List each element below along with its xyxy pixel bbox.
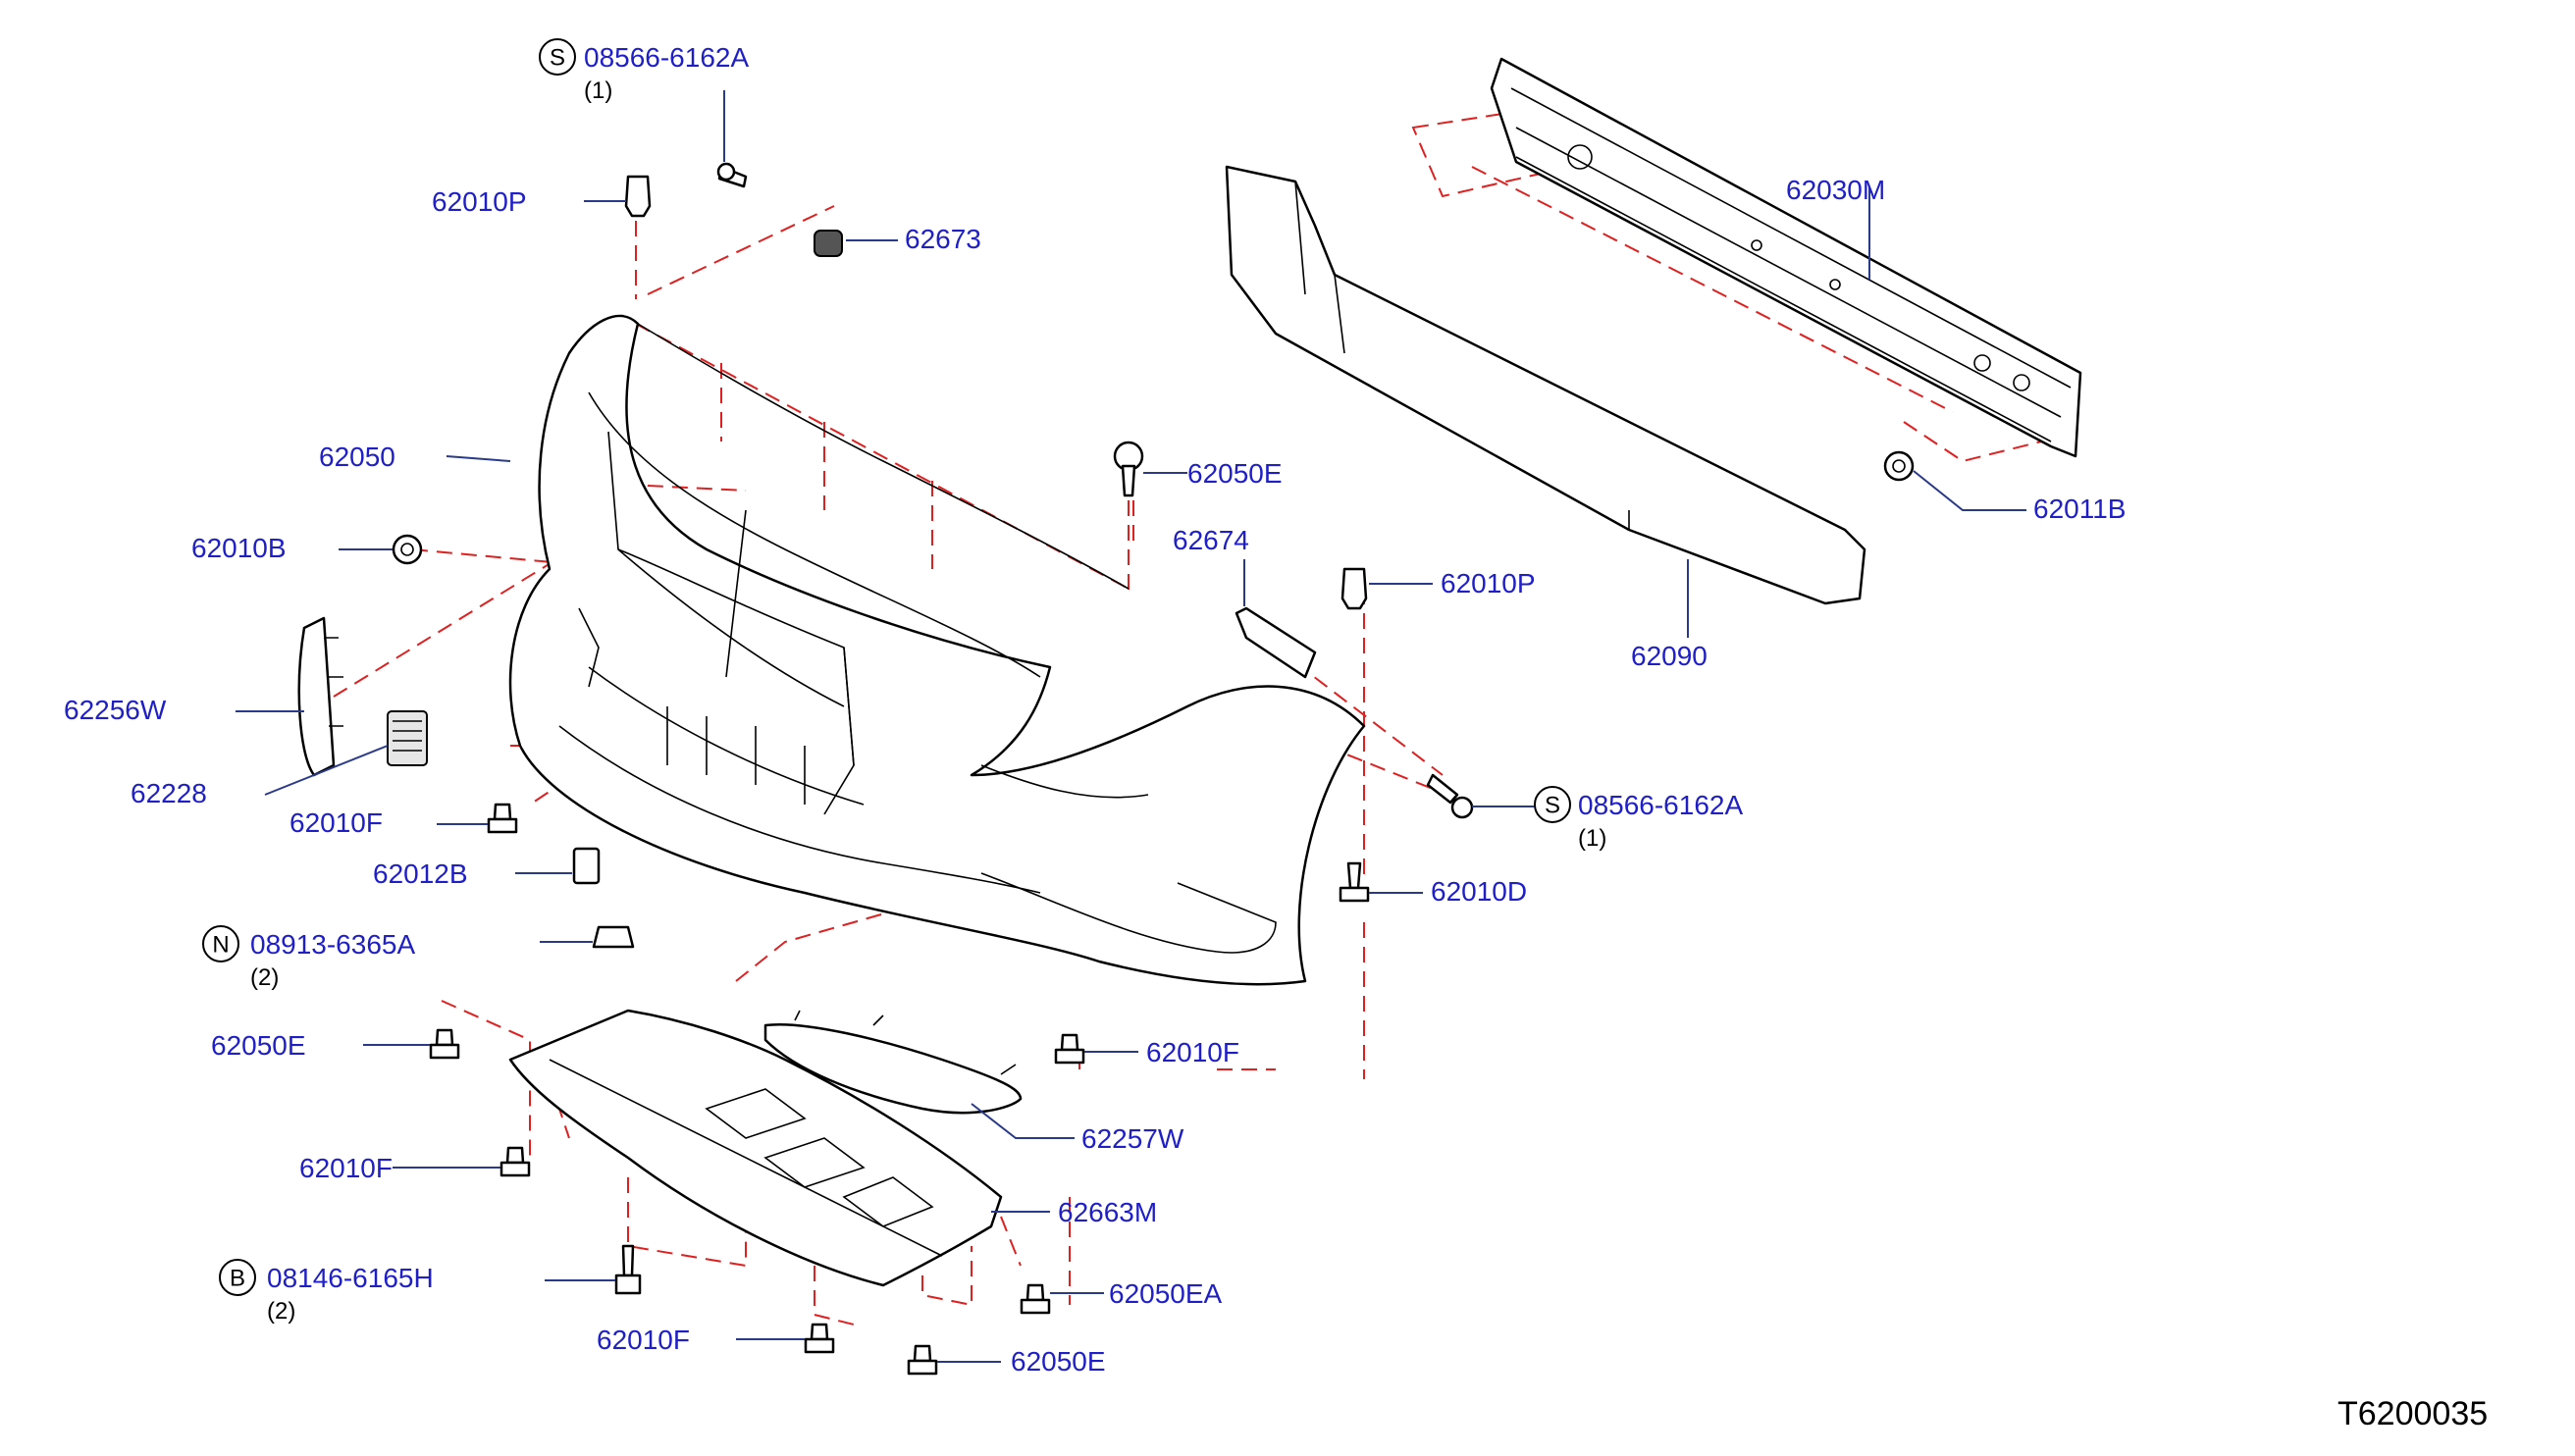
label-62228: 62228 [131,778,207,808]
label-62011b: 62011B [2033,494,2126,524]
s-symbol-top: S [550,45,565,72]
under-cover [508,1009,1003,1287]
label-62050e-bottom: 62050E [1011,1346,1106,1377]
bumper-reinforcement [1490,57,2082,458]
label-62050e-right: 62050E [1187,458,1283,489]
label-62257w: 62257W [1081,1123,1184,1154]
qty-bolt-b: (2) [267,1298,295,1325]
label-62010f-mid: 62010F [1146,1037,1239,1067]
label-62010f-bottom: 62010F [597,1325,690,1355]
label-62090: 62090 [1631,641,1708,671]
label-62010p-right: 62010P [1441,568,1536,598]
label-62663m: 62663M [1058,1197,1157,1227]
label-62050e-left: 62050E [211,1030,306,1061]
label-62673: 62673 [905,224,981,254]
label-62010b: 62010B [191,533,287,563]
qty-nut: (2) [250,964,279,991]
label-62010d: 62010D [1431,876,1527,907]
qty-bolt-right: (1) [1578,825,1606,852]
label-62010f-low: 62010F [299,1153,393,1183]
label-62050: 62050 [319,442,395,472]
b-symbol: B [230,1266,245,1292]
label-bolt-b: 08146-6165H [267,1263,434,1293]
s-symbol-right: S [1545,793,1560,819]
n-symbol: N [212,932,229,959]
energy-absorber [1225,165,1866,605]
label-bolt-right: 08566-6162A [1578,790,1743,820]
label-62012b: 62012B [373,858,468,889]
label-nut: 08913-6365A [250,929,415,960]
label-62256w: 62256W [64,695,167,725]
label-62010f-left: 62010F [289,807,383,838]
bumper-fascia [508,314,1366,986]
label-62010p-top: 62010P [432,186,527,217]
diagram-reference-code: T6200035 [2338,1395,2488,1432]
fasteners [392,162,1915,1376]
leader-lines [236,90,2026,1363]
label-62050ea: 62050EA [1109,1278,1223,1309]
qty-bolt-top: (1) [584,78,612,104]
symbol-circles [202,38,1571,1296]
label-62674: 62674 [1173,525,1249,555]
fog-lamp-finisher [763,1010,1023,1115]
label-bolt-top: 08566-6162A [584,42,749,73]
label-62030m: 62030M [1786,175,1885,205]
